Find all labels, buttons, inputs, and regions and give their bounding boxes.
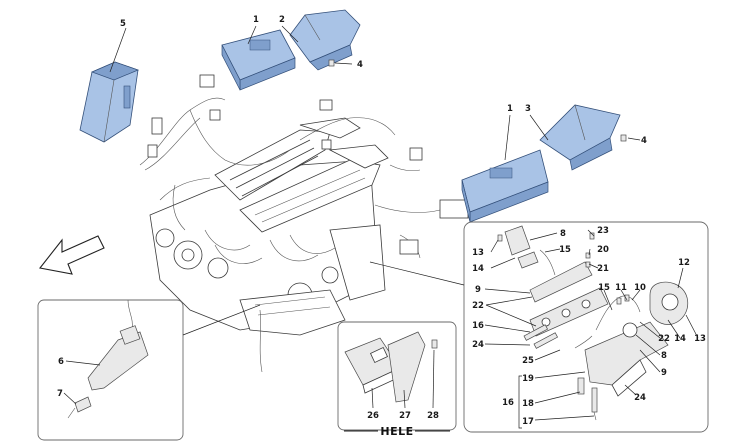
part-label-15: 15 — [598, 283, 610, 293]
screw-4a — [328, 59, 335, 67]
part-label-22: 22 — [658, 334, 670, 344]
part-label-19: 19 — [522, 374, 534, 384]
leader-lines — [63, 25, 699, 429]
front-direction-arrow-icon — [39, 235, 105, 275]
part-label-15: 15 — [559, 245, 571, 255]
spark-plug-7 — [67, 396, 92, 419]
part-label-6: 6 — [58, 357, 64, 367]
part-label-8: 8 — [661, 351, 667, 361]
part-label-28: 28 — [427, 411, 439, 421]
part-label-22: 22 — [472, 301, 484, 311]
module-bracket-27 — [387, 331, 426, 403]
engine-control-unit-1-right — [461, 149, 549, 223]
part-label-9: 9 — [661, 368, 667, 378]
engine-assembly — [139, 74, 469, 373]
part-label-18: 18 — [522, 399, 534, 409]
part-label-13: 13 — [694, 334, 706, 344]
part-label-14: 14 — [674, 334, 686, 344]
part-label-1: 1 — [507, 104, 513, 114]
part-label-14: 14 — [472, 264, 484, 274]
screw-28 — [431, 339, 438, 349]
hele-label: HELE — [380, 425, 413, 438]
injection-detail-panel — [463, 221, 709, 433]
screw-4b — [620, 134, 627, 142]
part-label-13: 13 — [472, 248, 484, 258]
ecu-bracket-2 — [289, 9, 361, 71]
part-label-12: 12 — [678, 258, 690, 268]
engine-control-unit-1-top — [221, 29, 296, 91]
part-label-17: 17 — [522, 417, 534, 427]
part-number-labels: 5 1 2 4 1 3 4 6 7 26 27 28 8 23 13 15 20… — [57, 15, 706, 427]
part-label-4: 4 — [357, 60, 363, 70]
part-label-24: 24 — [472, 340, 484, 350]
part-label-3: 3 — [525, 104, 531, 114]
part-label-9: 9 — [475, 285, 481, 295]
part-label-20: 20 — [597, 245, 609, 255]
part-label-2: 2 — [279, 15, 285, 25]
part-label-10: 10 — [634, 283, 646, 293]
part-label-23: 23 — [597, 226, 609, 236]
part-label-1: 1 — [253, 15, 259, 25]
part-label-16: 16 — [502, 398, 514, 408]
part-label-5: 5 — [120, 19, 126, 29]
part-label-26: 26 — [367, 411, 379, 421]
part-label-8: 8 — [560, 229, 566, 239]
part-label-27: 27 — [399, 411, 411, 421]
part-label-25: 25 — [522, 356, 534, 366]
part-label-24: 24 — [634, 393, 646, 403]
part-label-21: 21 — [597, 264, 609, 274]
ignition-coil-6 — [87, 299, 149, 391]
part-label-11: 11 — [615, 283, 627, 293]
ecu-bracket-3 — [539, 104, 621, 171]
part-label-16: 16 — [472, 321, 484, 331]
engine-control-unit-5 — [79, 61, 139, 143]
part-label-4: 4 — [641, 136, 647, 146]
part-label-7: 7 — [57, 389, 63, 399]
hele-caption: HELE — [344, 425, 450, 438]
